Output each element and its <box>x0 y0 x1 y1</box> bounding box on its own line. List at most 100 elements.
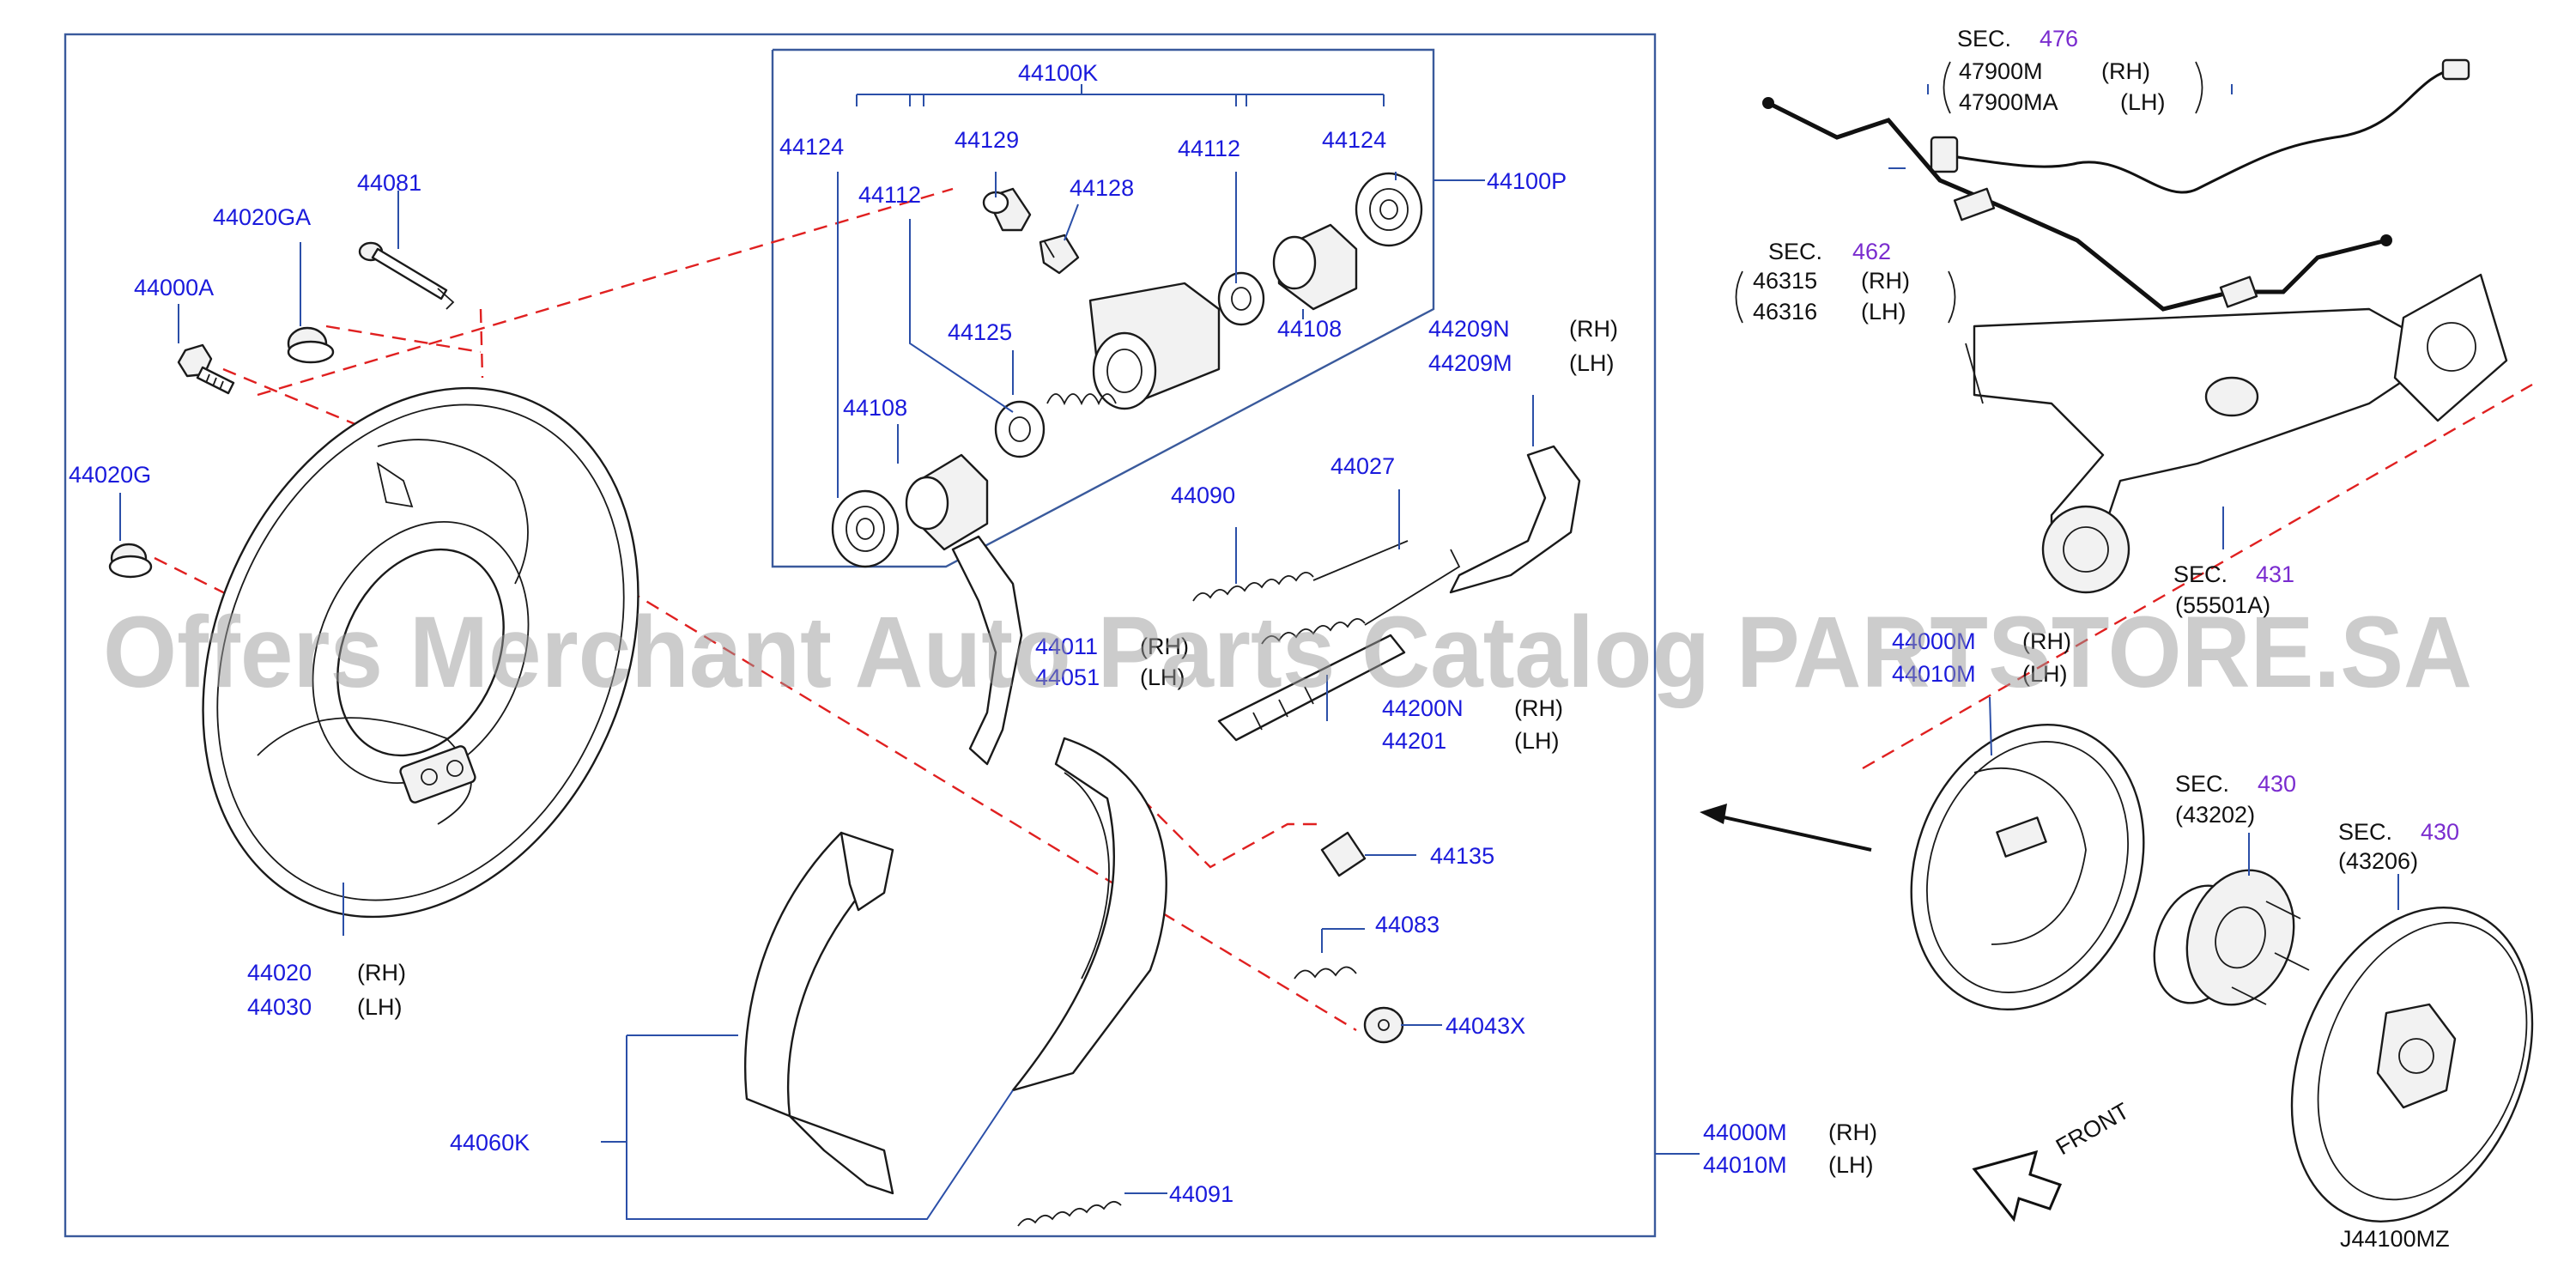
section-462: SEC. 462 46315 (RH) 46316 (LH) <box>1735 239 1956 325</box>
label-44020GA: 44020GA <box>213 204 311 230</box>
hub-bearing-43202 <box>2153 869 2310 1006</box>
brake-backing-plate <box>202 386 639 919</box>
pin-44081 <box>358 241 455 310</box>
lh-44030: (LH) <box>357 994 403 1020</box>
label-44091: 44091 <box>1169 1181 1233 1207</box>
kit-label-44100K: 44100K <box>1018 60 1098 86</box>
svg-text:476: 476 <box>2040 26 2078 52</box>
section-430-drum: SEC. 430 (43206) <box>2338 819 2459 874</box>
label-44000A: 44000A <box>134 275 214 300</box>
rh-44011: (RH) <box>1140 634 1189 659</box>
assembly-frame <box>64 33 1657 1238</box>
front-arrow-icon <box>1972 1150 2063 1222</box>
wheel-cylinder <box>1088 282 1221 410</box>
diagram-code: J44100MZ <box>2340 1226 2450 1252</box>
leader-lines <box>119 84 2399 1220</box>
lever-44209N <box>1449 445 1581 594</box>
label-44129: 44129 <box>955 127 1019 153</box>
rh-44200N: (RH) <box>1514 695 1563 721</box>
svg-text:SEC.: SEC. <box>1957 26 2011 52</box>
label-44201: 44201 <box>1382 728 1446 754</box>
label-44010M-right: 44010M <box>1892 661 1976 687</box>
label-44128: 44128 <box>1070 175 1134 201</box>
grommet-44020GA <box>287 326 335 364</box>
rh-44000M-right: (RH) <box>2022 628 2071 654</box>
boot-44124-right <box>1355 172 1423 247</box>
section-430-hub: SEC. 430 (43202) <box>2175 771 2296 828</box>
watermark: Offers Merchant Auto Parts Catalog PARTS… <box>103 596 2472 709</box>
adjuster-44200N <box>1217 634 1406 742</box>
label-44125: 44125 <box>948 319 1012 345</box>
svg-text:462: 462 <box>1852 239 1891 264</box>
svg-text:(55501A): (55501A) <box>2175 592 2270 618</box>
lh-44201: (LH) <box>1514 728 1560 754</box>
abs-sensor-cable <box>1930 58 2470 194</box>
boot-44124-left <box>831 489 900 568</box>
label-44020G: 44020G <box>69 462 151 488</box>
label-44000M: 44000M <box>1703 1119 1787 1145</box>
cup-44112-right <box>1217 271 1265 326</box>
label-44083: 44083 <box>1375 912 1440 937</box>
label-44200N: 44200N <box>1382 695 1464 721</box>
label-44010M: 44010M <box>1703 1152 1787 1178</box>
brake-assembly-44000M <box>1910 723 2145 1011</box>
svg-text:SEC.: SEC. <box>2175 771 2229 797</box>
label-44030: 44030 <box>247 994 312 1020</box>
svg-text:431: 431 <box>2256 561 2294 587</box>
spring-44083 <box>1294 966 1357 980</box>
label-44209N: 44209N <box>1428 316 1510 342</box>
label-44020: 44020 <box>247 960 312 986</box>
svg-text:SEC.: SEC. <box>2173 561 2227 587</box>
lh-44010M: (LH) <box>1828 1152 1874 1178</box>
bolt-44000A <box>177 343 235 395</box>
rh-44020: (RH) <box>357 960 406 986</box>
brake-shoe-front <box>743 831 894 1195</box>
retainer-44043X <box>1363 1006 1404 1044</box>
lh-44010M-right: (LH) <box>2022 661 2068 687</box>
spring-44125 <box>1046 393 1117 406</box>
piston-44108-left <box>905 453 989 551</box>
section-431: SEC. 431 (55501A) <box>2173 561 2294 618</box>
svg-text:(RH): (RH) <box>2101 58 2150 84</box>
svg-text:(LH): (LH) <box>1861 299 1906 325</box>
svg-text:430: 430 <box>2421 819 2459 845</box>
rh-44000M: (RH) <box>1828 1119 1877 1145</box>
brake-tube <box>1762 97 2392 312</box>
svg-text:(43206): (43206) <box>2338 848 2418 874</box>
spring-44027 <box>1261 549 1461 645</box>
clip-44135 <box>1320 831 1367 877</box>
part-46316: 46316 <box>1753 299 1817 325</box>
label-44135: 44135 <box>1430 843 1494 869</box>
grommet-44020G <box>108 543 153 579</box>
kit-label-44100P: 44100P <box>1487 168 1567 194</box>
label-44027: 44027 <box>1330 453 1395 479</box>
bleeder-cap-44128 <box>1039 234 1080 275</box>
lever-44011 <box>951 535 1023 766</box>
label-44060K: 44060K <box>450 1130 530 1156</box>
front-label: FRONT <box>2052 1098 2134 1160</box>
svg-text:44100K: 44100K <box>1018 60 1098 86</box>
assembly-direction-arrow <box>1700 804 1872 852</box>
cup-44112-left <box>994 400 1046 458</box>
label-44090: 44090 <box>1171 482 1235 508</box>
svg-text:430: 430 <box>2258 771 2296 797</box>
brake-drum-43206 <box>2290 907 2534 1222</box>
label-44108-right: 44108 <box>1277 316 1342 342</box>
svg-text:(RH): (RH) <box>1861 268 1910 294</box>
label-44112-right: 44112 <box>1178 136 1240 161</box>
part-46315: 46315 <box>1753 268 1817 294</box>
wheel-cylinder-kit-frame <box>771 48 1435 568</box>
svg-text:SEC.: SEC. <box>1768 239 1822 264</box>
rh-44209N: (RH) <box>1569 316 1618 342</box>
spring-44091 <box>1017 1200 1122 1227</box>
brake-shoe-rear <box>1011 737 1167 1092</box>
section-476: SEC. 476 47900M (RH) 47900MA (LH) <box>1943 26 2203 115</box>
label-44124-left: 44124 <box>779 134 844 160</box>
label-44043X: 44043X <box>1446 1013 1525 1039</box>
part-47900MA: 47900MA <box>1959 89 2058 115</box>
label-44011: 44011 <box>1035 634 1098 659</box>
part-47900M: 47900M <box>1959 58 2043 84</box>
label-44108-left: 44108 <box>843 395 907 421</box>
svg-text:(43202): (43202) <box>2175 802 2255 828</box>
piston-44108-right <box>1272 223 1358 311</box>
